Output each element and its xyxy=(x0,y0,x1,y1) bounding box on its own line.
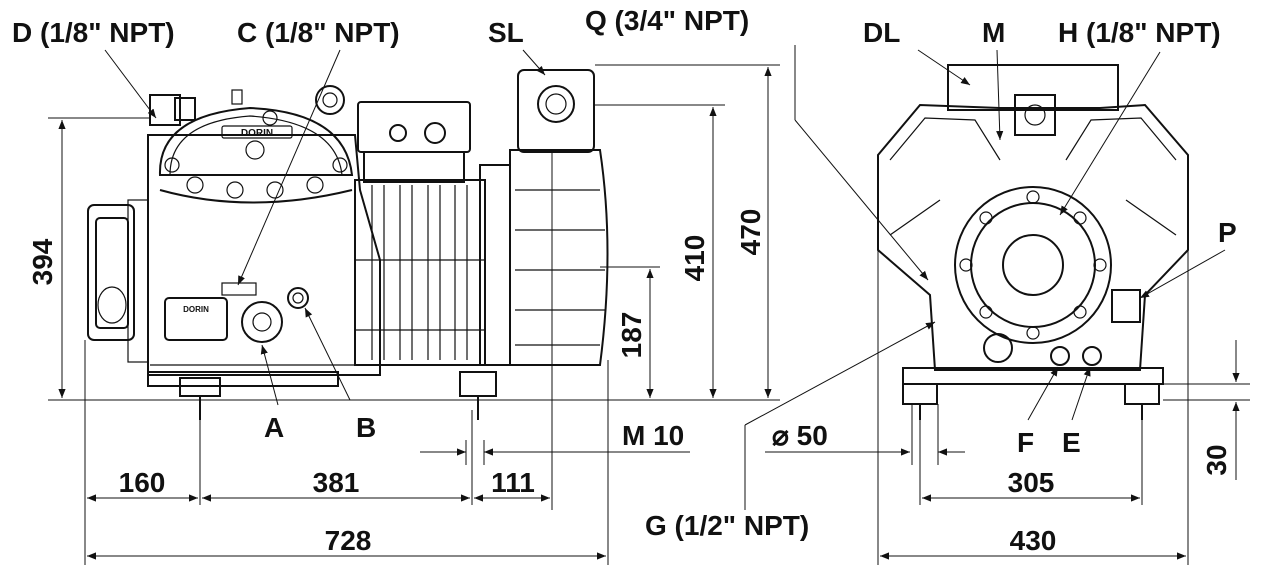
dimension-lines xyxy=(48,64,1250,565)
front-base xyxy=(902,346,1164,420)
front-flange xyxy=(954,186,1141,363)
text-labels: D (1/8" NPT) C (1/8" NPT) SL Q (3/4" NPT… xyxy=(12,5,1237,556)
cylinder-head: DORIN xyxy=(158,106,354,204)
label-diameter: ⌀ 50 xyxy=(772,420,828,451)
label-F: F xyxy=(1017,427,1034,458)
terminal-box xyxy=(357,101,471,183)
body-details: DORIN xyxy=(164,282,309,343)
label-B: B xyxy=(356,412,376,443)
motor-end-cover xyxy=(87,199,149,363)
front-view xyxy=(877,64,1189,420)
label-SL: SL xyxy=(488,17,524,48)
leader-lines xyxy=(104,45,1226,510)
label-M: M xyxy=(982,17,1005,48)
dim-470: 470 xyxy=(735,209,766,256)
label-DL: DL xyxy=(863,17,900,48)
label-G: G (1/2" NPT) xyxy=(645,510,809,541)
label-Q: Q (3/4" NPT) xyxy=(585,5,749,36)
dim-381: 381 xyxy=(313,467,360,498)
dim-187: 187 xyxy=(616,312,647,359)
dim-728: 728 xyxy=(325,525,372,556)
label-A: A xyxy=(264,412,284,443)
dim-430: 430 xyxy=(1010,525,1057,556)
front-body xyxy=(877,64,1189,371)
motor-housing xyxy=(354,179,486,366)
nameplate-head: DORIN xyxy=(241,128,273,139)
nameplate-body: DORIN xyxy=(183,305,209,314)
dim-111: 111 xyxy=(491,467,535,498)
top-fittings xyxy=(149,85,345,126)
crankcase-body xyxy=(147,134,381,387)
label-C: C (1/8" NPT) xyxy=(237,17,400,48)
dim-394: 394 xyxy=(27,238,58,285)
side-view: DORIN xyxy=(87,69,609,420)
label-E: E xyxy=(1062,427,1081,458)
label-thread: M 10 xyxy=(622,420,684,451)
label-P: P xyxy=(1218,217,1237,248)
label-D: D (1/8" NPT) xyxy=(12,17,175,48)
dim-410: 410 xyxy=(679,235,710,282)
suction-end xyxy=(479,69,609,366)
dim-160: 160 xyxy=(119,467,166,498)
dim-305: 305 xyxy=(1008,467,1055,498)
dim-30: 30 xyxy=(1201,444,1232,475)
label-H: H (1/8" NPT) xyxy=(1058,17,1221,48)
